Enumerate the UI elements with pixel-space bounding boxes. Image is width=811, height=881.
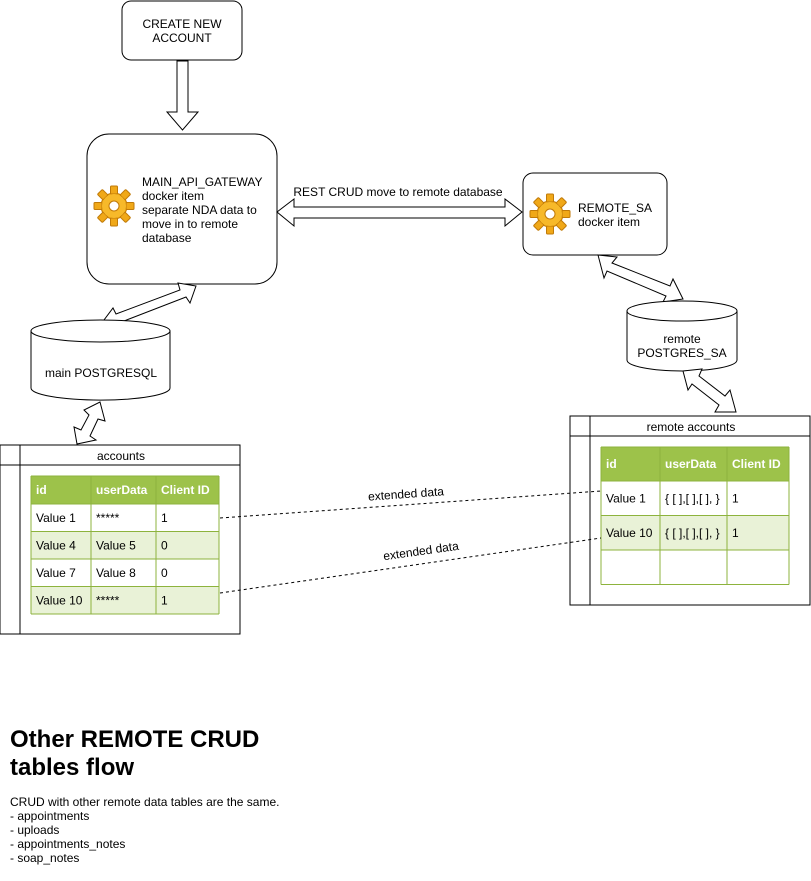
extended-data-link-1 [219, 490, 602, 519]
remote-accounts-header-cell: id [606, 457, 617, 471]
remote-accounts-header-bg [601, 447, 789, 481]
accounts-header-cell: id [36, 483, 47, 497]
accounts-cell: ***** [96, 593, 120, 607]
accounts-row [31, 504, 219, 532]
arrow-gateway-remote [276, 197, 523, 228]
gateway-label-1: MAIN_API_GATEWAY [142, 175, 262, 189]
remote-accounts-header-cell: userData [665, 457, 717, 471]
remote-sa-label-1: REMOTE_SA [578, 201, 652, 215]
remote-accounts-table: id userData Client ID Value 1 { [ ],[ ],[ ],… [600, 446, 790, 585]
accounts-cell: 0 [161, 538, 168, 552]
remote-accounts-cell: { [ ],[ ],[ ], } [665, 526, 720, 540]
gateway-label-4: move in to remote [142, 217, 238, 231]
accounts-row [31, 586, 219, 614]
main-api-gateway-node[interactable]: MAIN_API_GATEWAY docker item separate ND… [86, 133, 278, 285]
rest-crud-label: REST CRUD move to remote database [293, 185, 503, 199]
remote-db-label-2: POSTGRES_SA [637, 346, 726, 360]
accounts-title: accounts [97, 449, 145, 463]
remote-db-label-1: remote [663, 332, 701, 346]
note-body: CRUD with other remote data tables are t… [10, 795, 280, 809]
remote-accounts-cell: Value 1 [606, 491, 646, 505]
accounts-cell: Value 10 [36, 593, 83, 607]
gateway-label-3: separate NDA data to [142, 203, 257, 217]
note-list: - appointments - uploads - appointments_… [10, 809, 280, 865]
accounts-cell: Value 8 [96, 566, 136, 580]
remote-accounts-row [601, 481, 789, 516]
arrow-remote-remotedb [597, 254, 684, 303]
create-account-node[interactable]: CREATE NEW ACCOUNT [121, 0, 243, 61]
arrow-maindb-accounts [73, 401, 106, 445]
note-item: - soap_notes [10, 851, 80, 865]
accounts-cell: Value 7 [36, 566, 76, 580]
remote-accounts-header-cell: Client ID [732, 457, 781, 471]
accounts-cell: Value 5 [96, 538, 136, 552]
accounts-cell: 0 [161, 566, 168, 580]
remote-postgres-db[interactable]: remote POSTGRES_SA [626, 300, 738, 372]
accounts-cell: 1 [161, 593, 168, 607]
accounts-header-bg [31, 476, 219, 504]
create-account-label-1: CREATE NEW [142, 17, 222, 31]
remote-accounts-title: remote accounts [647, 420, 736, 434]
accounts-row [31, 559, 219, 587]
main-postgresql-db[interactable]: main POSTGRESQL [30, 319, 171, 401]
accounts-cell: Value 1 [36, 511, 76, 525]
remote-accounts-cell: 1 [732, 491, 739, 505]
remote-accounts-row [601, 550, 789, 585]
note-item: - appointments_notes [10, 837, 126, 851]
note-title: Other REMOTE CRUD tables flow [10, 726, 260, 781]
create-account-label-2: ACCOUNT [152, 31, 212, 45]
gear-icon [93, 185, 135, 227]
other-crud-note: Other REMOTE CRUD tables flow CRUD with … [10, 726, 280, 865]
accounts-cell: ***** [96, 511, 120, 525]
arrow-create-to-gateway [165, 60, 200, 131]
arrow-remotedb-remoteaccounts [682, 368, 737, 413]
remote-accounts-cell: Value 10 [606, 526, 653, 540]
remote-accounts-cell: 1 [732, 526, 739, 540]
accounts-header-cell: Client ID [161, 483, 210, 497]
note-item: - appointments [10, 809, 90, 823]
note-item: - uploads [10, 823, 60, 837]
gateway-label-2: docker item [142, 189, 204, 203]
accounts-cell: 1 [161, 511, 168, 525]
remote-accounts-cell: { [ ],[ ],[ ], } [665, 491, 720, 505]
extended-data-link-2 [219, 537, 602, 594]
remote-accounts-row [601, 515, 789, 550]
main-db-label: main POSTGRESQL [45, 366, 157, 380]
extended-data-label-1: extended data [368, 484, 445, 503]
gateway-label-5: database [142, 231, 192, 245]
remote-sa-label-2: docker item [578, 215, 640, 229]
remote-sa-node[interactable]: REMOTE_SA docker item [522, 172, 668, 256]
gear-icon [529, 193, 571, 235]
accounts-header-cell: userData [96, 483, 148, 497]
accounts-cell: Value 4 [36, 538, 76, 552]
accounts-row [31, 531, 219, 559]
